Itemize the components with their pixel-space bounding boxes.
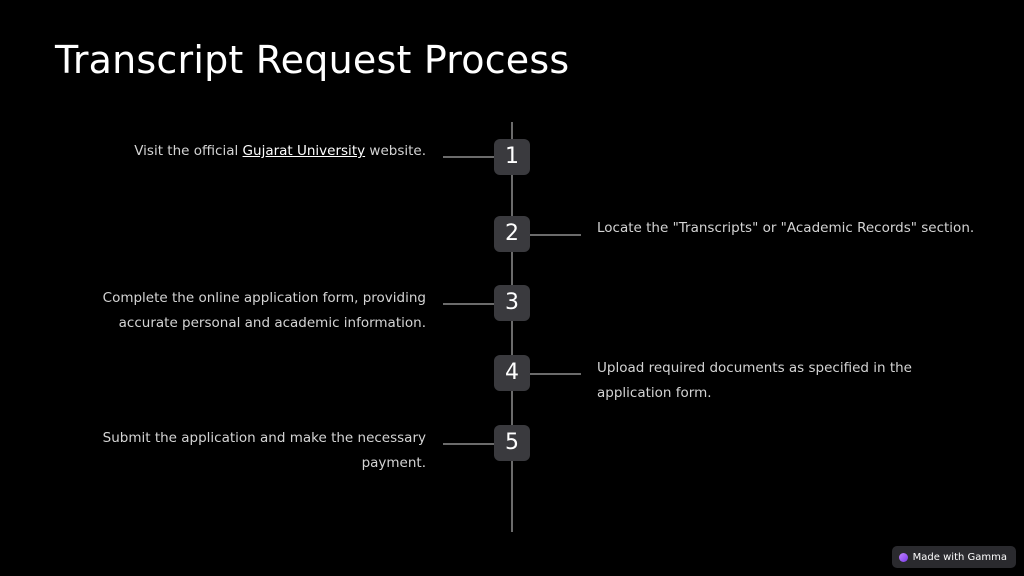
step-1-number: 1 — [494, 139, 530, 175]
step-3-connector — [443, 303, 495, 305]
step-4-connector — [529, 373, 581, 375]
step-4-text-line-1: Upload required documents as specified i… — [597, 360, 912, 376]
gujarat-university-link[interactable]: Gujarat University — [242, 143, 366, 159]
step-3-text-line-2: accurate personal and academic informati… — [118, 315, 426, 331]
step-5-text: Submit the application and make the nece… — [96, 426, 426, 476]
step-2-text: Locate the "Transcripts" or "Academic Re… — [597, 220, 975, 236]
step-2-connector — [529, 234, 581, 236]
gamma-logo-icon — [898, 552, 908, 562]
page-title: Transcript Request Process — [55, 38, 570, 82]
step-2-number: 2 — [494, 216, 530, 252]
step-3-text: Complete the online application form, pr… — [96, 286, 426, 336]
step-4-text: Upload required documents as specified i… — [597, 356, 977, 406]
step-5-text-line-1: Submit the application and make the nece… — [102, 430, 426, 446]
step-5-connector — [443, 443, 495, 445]
step-3-text-line-1: Complete the online application form, pr… — [102, 290, 426, 306]
step-3-number: 3 — [494, 285, 530, 321]
step-1-connector — [443, 156, 495, 158]
timeline-line — [511, 122, 513, 532]
step-1-text: Visit the official Gujarat University we… — [96, 139, 426, 164]
made-with-gamma-badge[interactable]: Made with Gamma — [891, 546, 1016, 568]
step-1-text-after: website. — [365, 143, 426, 159]
step-1-text-before: Visit the official — [134, 143, 243, 159]
step-5-text-line-2: payment. — [361, 455, 426, 471]
step-5-number: 5 — [494, 425, 530, 461]
made-with-gamma-label: Made with Gamma — [912, 551, 1007, 563]
step-4-number: 4 — [494, 355, 530, 391]
step-4-text-line-2: application form. — [597, 385, 712, 401]
